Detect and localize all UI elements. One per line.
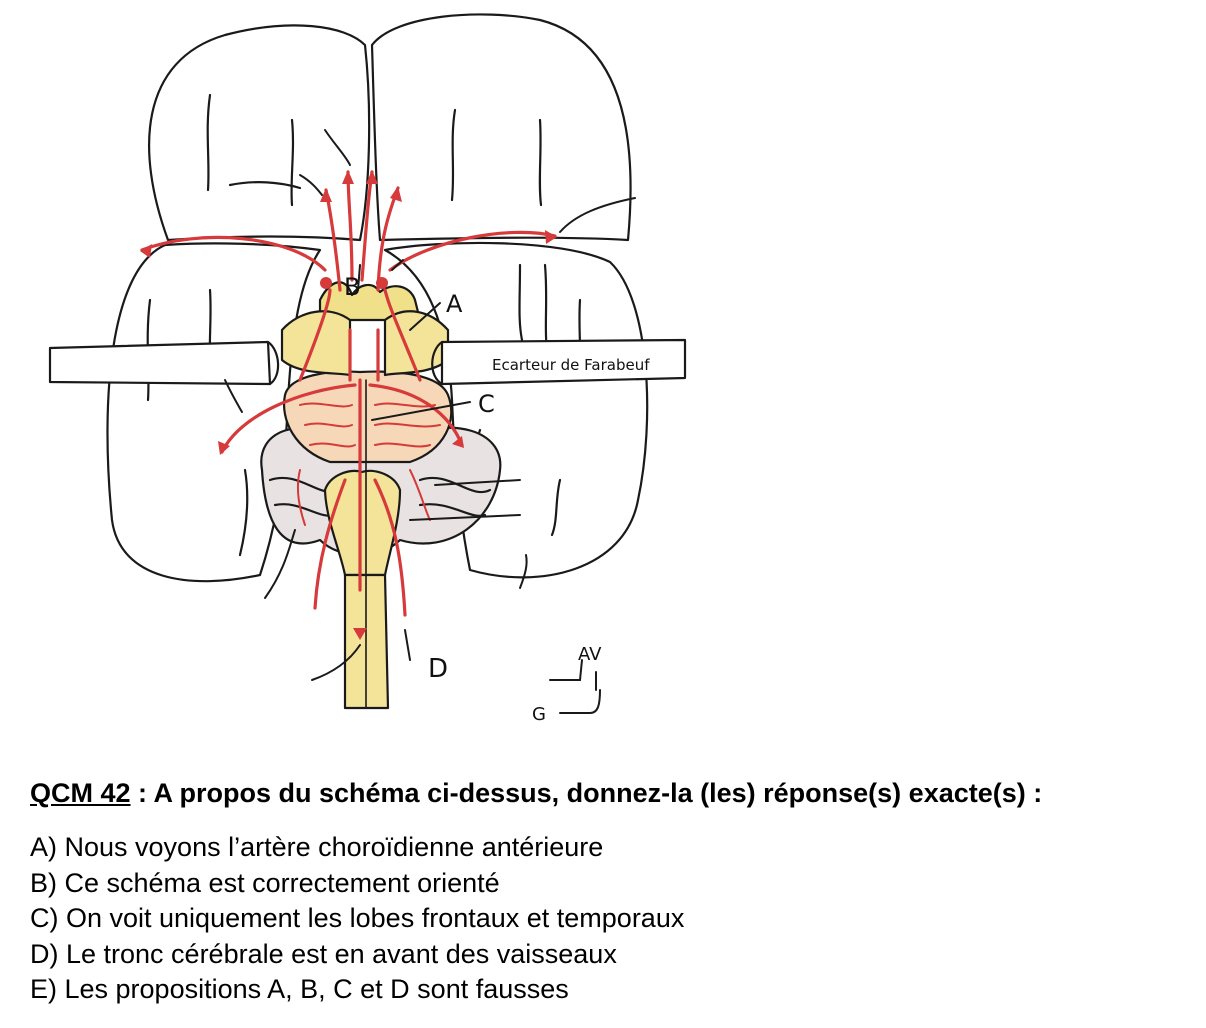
pons [283,370,453,464]
answer-options: A) Nous voyons l’artère choroïdienne ant… [30,830,1190,1008]
label-c: C [478,390,495,418]
right-frontal-lobe [370,13,632,242]
option-e[interactable]: E) Les propositions A, B, C et D sont fa… [30,974,569,1004]
option-a[interactable]: A) Nous voyons l’artère choroïdienne ant… [30,832,604,862]
option-d[interactable]: D) Le tronc cérébrale est en avant des v… [30,938,617,969]
label-a: A [446,290,463,318]
brain-base-diagram: A B C D Ecarteur de Farabeuf AV G [48,13,687,725]
medulla [323,469,402,577]
label-retractor: Ecarteur de Farabeuf [492,356,650,374]
right-retractor [440,338,687,386]
label-anterior: AV [578,644,602,665]
option-c[interactable]: C) On voit uniquement les lobes frontaux… [30,903,685,933]
question-number: QCM 42 [30,778,131,808]
question-heading: QCM 42 : A propos du schéma ci-dessus, d… [30,778,1190,809]
left-retractor [48,340,272,386]
label-b: B [344,273,360,301]
question-prompt: : A propos du schéma ci-dessus, donnez-l… [130,778,1043,808]
label-d: D [428,654,448,684]
middle-cerebral-artery-left [140,235,327,272]
middle-cerebral-artery-right [388,230,557,272]
right-temporal-lobe [383,241,649,579]
left-frontal-lobe [148,24,371,242]
option-b[interactable]: B) Ce schéma est correctement orienté [30,867,500,898]
label-left: G [532,704,546,725]
